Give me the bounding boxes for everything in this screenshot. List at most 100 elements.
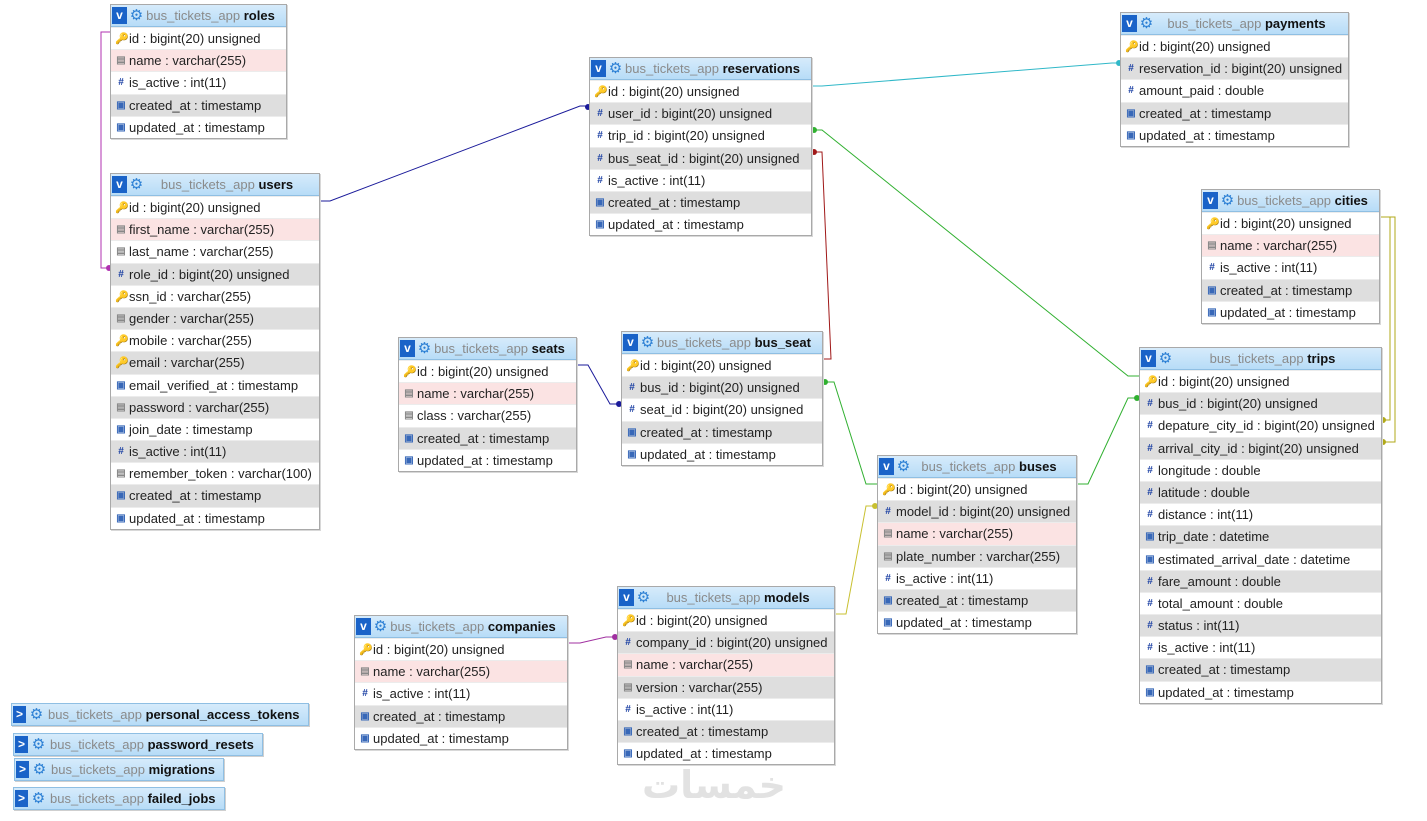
field-row[interactable]: #arrival_city_id : bigint(20) unsigned <box>1140 436 1381 459</box>
field-row[interactable]: ▤remember_token : varchar(100) <box>111 462 319 484</box>
table-header[interactable]: v⚙bus_tickets_app companies <box>355 616 567 638</box>
field-row[interactable]: ▣created_at : timestamp <box>1121 101 1348 124</box>
table-trips[interactable]: v⚙bus_tickets_app trips🔑id : bigint(20) … <box>1139 347 1382 704</box>
field-row[interactable]: #fare_amount : double <box>1140 569 1381 592</box>
field-row[interactable]: 🔑id : bigint(20) unsigned <box>618 609 834 631</box>
field-row[interactable]: #is_active : int(11) <box>355 682 567 704</box>
gear-icon[interactable]: ⚙ <box>129 176 144 193</box>
collapse-toggle-icon[interactable]: v <box>591 60 606 77</box>
field-row[interactable]: #is_active : int(11) <box>111 440 319 463</box>
table-header[interactable]: v⚙bus_tickets_app roles <box>111 5 286 27</box>
field-row[interactable]: #status : int(11) <box>1140 614 1381 637</box>
expand-toggle-icon[interactable]: > <box>16 761 29 778</box>
field-row[interactable]: ▤name : varchar(255) <box>355 660 567 683</box>
field-row[interactable]: #depature_city_id : bigint(20) unsigned <box>1140 414 1381 436</box>
field-row[interactable]: #bus_seat_id : bigint(20) unsigned <box>590 146 811 169</box>
field-row[interactable]: #is_active : int(11) <box>1140 636 1381 658</box>
expand-toggle-icon[interactable]: > <box>15 790 28 807</box>
table-header[interactable]: v⚙bus_tickets_app trips <box>1140 348 1381 370</box>
field-row[interactable]: ▣join_date : timestamp <box>111 417 319 440</box>
gear-icon[interactable]: ⚙ <box>31 790 46 807</box>
field-row[interactable]: 🔑id : bigint(20) unsigned <box>111 27 286 49</box>
collapse-toggle-icon[interactable]: v <box>619 589 634 606</box>
field-row[interactable]: ▣created_at : timestamp <box>618 719 834 743</box>
field-row[interactable]: ▣created_at : timestamp <box>111 484 319 507</box>
gear-icon[interactable]: ⚙ <box>640 334 655 351</box>
table-header[interactable]: v⚙bus_tickets_app buses <box>878 456 1076 478</box>
table-buses[interactable]: v⚙bus_tickets_app buses🔑id : bigint(20) … <box>877 455 1077 635</box>
collapse-toggle-icon[interactable]: v <box>1141 350 1156 367</box>
field-row[interactable]: ▣created_at : timestamp <box>355 704 567 727</box>
table-header[interactable]: v⚙bus_tickets_app payments <box>1121 13 1348 35</box>
field-row[interactable]: #reservation_id : bigint(20) unsigned <box>1121 57 1348 80</box>
field-row[interactable]: 🔑id : bigint(20) unsigned <box>1121 35 1348 57</box>
field-row[interactable]: 🔑id : bigint(20) unsigned <box>1202 212 1379 234</box>
table-reservations[interactable]: v⚙bus_tickets_app reservations🔑id : bigi… <box>589 57 812 237</box>
field-row[interactable]: 🔑id : bigint(20) unsigned <box>622 354 822 376</box>
field-row[interactable]: ▤first_name : varchar(255) <box>111 218 319 241</box>
field-row[interactable]: #total_amount : double <box>1140 591 1381 614</box>
field-row[interactable]: ▣updated_at : timestamp <box>111 115 286 138</box>
field-row[interactable]: #amount_paid : double <box>1121 79 1348 101</box>
collapse-toggle-icon[interactable]: v <box>1122 15 1137 32</box>
field-row[interactable]: #longitude : double <box>1140 458 1381 481</box>
table-companies[interactable]: v⚙bus_tickets_app companies🔑id : bigint(… <box>354 615 568 750</box>
field-row[interactable]: ▣estimated_arrival_date : datetime <box>1140 547 1381 570</box>
field-row[interactable]: 🔑id : bigint(20) unsigned <box>355 638 567 660</box>
collapse-toggle-icon[interactable]: v <box>1203 192 1218 209</box>
field-row[interactable]: #is_active : int(11) <box>590 168 811 191</box>
field-row[interactable]: 🔑email : varchar(255) <box>111 351 319 374</box>
field-row[interactable]: 🔑id : bigint(20) unsigned <box>399 360 576 382</box>
field-row[interactable]: #seat_id : bigint(20) unsigned <box>622 398 822 420</box>
field-row[interactable]: ▣created_at : timestamp <box>878 588 1076 612</box>
field-row[interactable]: #bus_id : bigint(20) unsigned <box>622 376 822 399</box>
table-roles[interactable]: v⚙bus_tickets_app roles🔑id : bigint(20) … <box>110 4 287 139</box>
gear-icon[interactable]: ⚙ <box>1220 192 1235 209</box>
field-row[interactable]: ▣created_at : timestamp <box>1140 658 1381 681</box>
field-row[interactable]: #trip_id : bigint(20) unsigned <box>590 124 811 146</box>
gear-icon[interactable]: ⚙ <box>636 589 651 606</box>
collapse-toggle-icon[interactable]: v <box>356 618 371 635</box>
field-row[interactable]: ▤name : varchar(255) <box>399 382 576 405</box>
collapsed-table-migrations[interactable]: >⚙bus_tickets_app migrations <box>14 758 225 781</box>
field-row[interactable]: ▣created_at : timestamp <box>1202 278 1379 301</box>
field-row[interactable]: #distance : int(11) <box>1140 503 1381 525</box>
field-row[interactable]: ▣updated_at : timestamp <box>1140 680 1381 703</box>
gear-icon[interactable]: ⚙ <box>608 60 623 77</box>
field-row[interactable]: #bus_id : bigint(20) unsigned <box>1140 392 1381 415</box>
field-row[interactable]: ▣updated_at : timestamp <box>878 611 1076 633</box>
field-row[interactable]: ▣created_at : timestamp <box>111 93 286 116</box>
expand-toggle-icon[interactable]: > <box>15 736 28 753</box>
field-row[interactable]: ▣email_verified_at : timestamp <box>111 373 319 396</box>
field-row[interactable]: #latitude : double <box>1140 480 1381 504</box>
field-row[interactable]: #is_active : int(11) <box>618 697 834 720</box>
table-header[interactable]: v⚙bus_tickets_app reservations <box>590 58 811 80</box>
field-row[interactable]: ▤gender : varchar(255) <box>111 306 319 330</box>
table-seats[interactable]: v⚙bus_tickets_app seats🔑id : bigint(20) … <box>398 337 577 472</box>
gear-icon[interactable]: ⚙ <box>1139 15 1154 32</box>
field-row[interactable]: ▣created_at : timestamp <box>399 426 576 449</box>
gear-icon[interactable]: ⚙ <box>1158 350 1173 367</box>
table-users[interactable]: v⚙bus_tickets_app users🔑id : bigint(20) … <box>110 173 320 530</box>
field-row[interactable]: ▣created_at : timestamp <box>622 420 822 443</box>
field-row[interactable]: ▤class : varchar(255) <box>399 404 576 426</box>
expand-toggle-icon[interactable]: > <box>13 706 26 723</box>
gear-icon[interactable]: ⚙ <box>129 7 144 24</box>
field-row[interactable]: 🔑id : bigint(20) unsigned <box>111 196 319 218</box>
collapse-toggle-icon[interactable]: v <box>112 7 127 24</box>
collapse-toggle-icon[interactable]: v <box>400 340 415 357</box>
field-row[interactable]: 🔑id : bigint(20) unsigned <box>590 80 811 102</box>
gear-icon[interactable]: ⚙ <box>373 618 388 635</box>
table-header[interactable]: v⚙bus_tickets_app seats <box>399 338 576 360</box>
field-row[interactable]: ▣updated_at : timestamp <box>590 213 811 235</box>
field-row[interactable]: #user_id : bigint(20) unsigned <box>590 102 811 125</box>
table-cities[interactable]: v⚙bus_tickets_app cities🔑id : bigint(20)… <box>1201 189 1380 324</box>
gear-icon[interactable]: ⚙ <box>417 340 432 357</box>
table-header[interactable]: v⚙bus_tickets_app bus_seat <box>622 332 822 354</box>
table-models[interactable]: v⚙bus_tickets_app models🔑id : bigint(20)… <box>617 586 835 766</box>
collapse-toggle-icon[interactable]: v <box>879 458 894 475</box>
field-row[interactable]: 🔑mobile : varchar(255) <box>111 329 319 351</box>
table-header[interactable]: v⚙bus_tickets_app cities <box>1202 190 1379 212</box>
field-row[interactable]: ▤plate_number : varchar(255) <box>878 544 1076 567</box>
field-row[interactable]: #is_active : int(11) <box>878 566 1076 589</box>
